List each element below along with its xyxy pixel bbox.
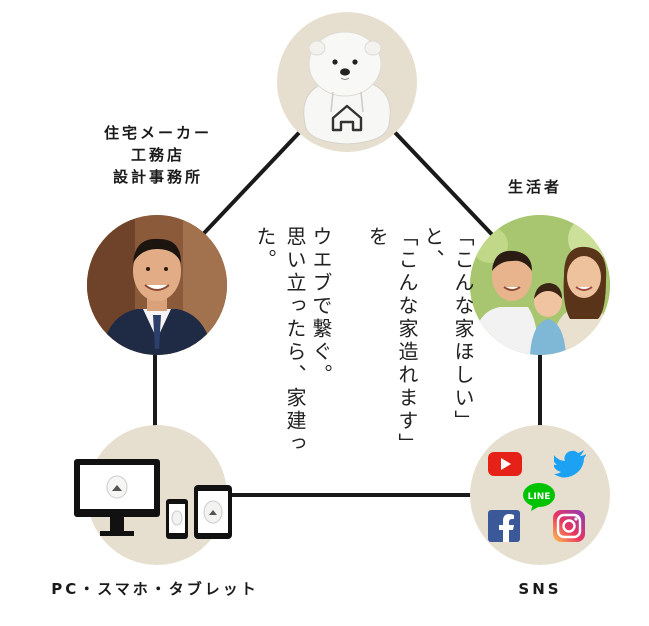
line-icon: LINE <box>523 483 555 511</box>
twitter-icon <box>554 450 586 478</box>
facebook-icon <box>488 510 520 542</box>
label-devices: PC・スマホ・タブレット <box>51 580 259 598</box>
node-top-mascot <box>277 12 417 152</box>
family-photo <box>470 215 610 355</box>
devices-icon <box>74 459 232 539</box>
label-sns: SNS <box>518 580 562 598</box>
youtube-icon <box>488 452 522 476</box>
businessman-portrait <box>87 215 227 355</box>
slogan-col3: ウエブで繋ぐ。 <box>309 226 333 387</box>
label-builders-line3: 設計事務所 <box>112 168 203 186</box>
line-logo-text: LINE <box>528 492 551 502</box>
slogan-col4: 思い立ったら、家建った。 <box>253 226 307 456</box>
slogan-col2: 「こんな家造れます」を <box>365 226 419 456</box>
slogan-col1: 「こんな家ほしい」と、 <box>421 226 475 433</box>
polar-bear-mascot-hoodie-icon <box>303 31 391 145</box>
label-builders-line1: 住宅メーカー <box>103 124 212 142</box>
node-right-family <box>470 215 610 355</box>
node-left-businessman <box>87 215 227 355</box>
label-consumers: 生活者 <box>507 178 562 196</box>
label-builders: 住宅メーカー 工務店 設計事務所 <box>78 122 238 188</box>
label-builders-line2: 工務店 <box>130 146 185 164</box>
instagram-icon <box>553 510 585 542</box>
